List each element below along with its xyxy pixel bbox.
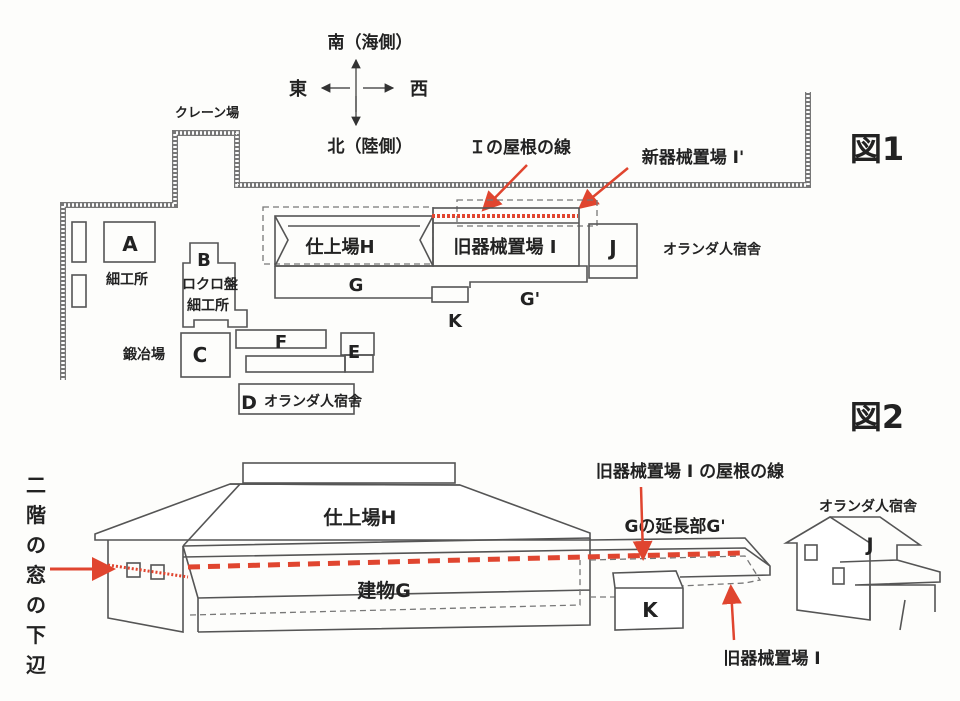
building-b-desc-1: ロクロ盤 (182, 276, 239, 293)
building-c-label: C (193, 343, 208, 367)
building-c (180, 332, 231, 378)
window-label-char: の (26, 593, 46, 617)
building-f (235, 329, 327, 349)
compass-west: 西 (410, 79, 428, 100)
building-e-annex (344, 354, 374, 373)
figure-1: 図1 南（海側） 東 西 北（陸側） クレーン場 Ｉの屋根の線 新器械置場 I'… (60, 32, 904, 415)
window-label-char: 下 (26, 623, 46, 647)
building-g-walls (182, 537, 591, 633)
building-g-hidden-lines (189, 560, 581, 616)
building-j (588, 223, 638, 279)
roof-line-arrow-icon (481, 164, 528, 212)
old-machine-shed-label: 旧器械置場 I (723, 648, 820, 669)
building-k-label-2: K (642, 598, 659, 622)
seawall (60, 92, 811, 380)
roof-line-label-2: 旧器械置場 I の屋根の線 (596, 461, 784, 482)
building-a-desc: 細工所 (106, 271, 148, 288)
compass: 南（海側） 東 西 北（陸側） (289, 32, 428, 157)
window-icon (804, 544, 818, 561)
window-label-char: 辺 (26, 653, 46, 677)
building-b-label: B (197, 250, 211, 271)
building-f-label: F (275, 332, 287, 353)
window-label-vertical: 二 階 の 窓 の 下 辺 (26, 473, 46, 677)
h-roof-lantern (242, 462, 456, 484)
building-g-ext-label: Gの延長部G' (624, 516, 725, 537)
building-h-label-2: 仕上場H (323, 506, 397, 529)
new-machine-shed-outline (456, 199, 598, 227)
h-roof-edge (182, 483, 461, 547)
h-roof-lines (274, 215, 434, 267)
roof-line-label: Ｉの屋根の線 (469, 137, 571, 158)
building-f-annex (245, 355, 346, 373)
roof-line-arrow-icon-2 (632, 486, 653, 561)
small-shed-2 (71, 274, 87, 308)
figure-2: 図2 二 階 の 窓 の 下 辺 仕上場H 建物G K Gの延長部G' (26, 398, 941, 677)
house-j: J オランダ人宿舎 (783, 498, 941, 631)
new-machine-shed-label: 新器械置場 I' (642, 147, 744, 168)
compass-north: 北（陸側） (328, 136, 413, 157)
building-b (182, 242, 248, 328)
window-label-char: 階 (26, 503, 46, 527)
building-d-label: D (241, 392, 257, 414)
compass-east: 東 (289, 78, 307, 100)
building-b-desc-2: 細工所 (187, 297, 229, 314)
building-j-desc: オランダ人宿舎 (663, 241, 762, 258)
building-k-label: K (448, 311, 463, 332)
i-roof-line-dotted-2 (107, 563, 189, 579)
building-i-label: 旧器械置場 I (454, 236, 557, 258)
building-j-label: J (607, 236, 616, 260)
crane-yard-label: クレーン場 (175, 105, 239, 121)
building-c-desc: 鍛冶場 (123, 346, 165, 363)
h-outline-dashed (262, 206, 434, 265)
building-g-ext-label: G' (520, 289, 540, 310)
building-g-label: G (349, 275, 364, 296)
left-wing-wall (107, 540, 184, 633)
building-g-ext-hidden (589, 555, 762, 598)
building-g-label-2: 建物G (357, 579, 411, 602)
building-k (431, 286, 469, 303)
small-shed-1 (71, 221, 87, 263)
building-d-desc: オランダ人宿舎 (264, 393, 363, 410)
building-a-label: A (122, 232, 138, 256)
compass-south: 南（海側） (328, 32, 413, 53)
figure-2-label: 図2 (850, 398, 904, 436)
figure-1-label: 図1 (850, 130, 904, 168)
window-label-char: 窓 (26, 563, 46, 587)
building-g (274, 265, 588, 299)
house-j-label: J (864, 534, 873, 556)
window-label-char: 二 (26, 473, 46, 497)
building-e-label: E (348, 342, 360, 363)
building-a (103, 221, 156, 263)
old-shed-arrow-icon (721, 584, 742, 641)
building-d (238, 383, 355, 415)
window-label-char: の (26, 533, 46, 557)
house-j-desc: オランダ人宿舎 (819, 498, 918, 515)
door-icon (832, 567, 845, 585)
building-h-label: 仕上場H (304, 236, 374, 258)
